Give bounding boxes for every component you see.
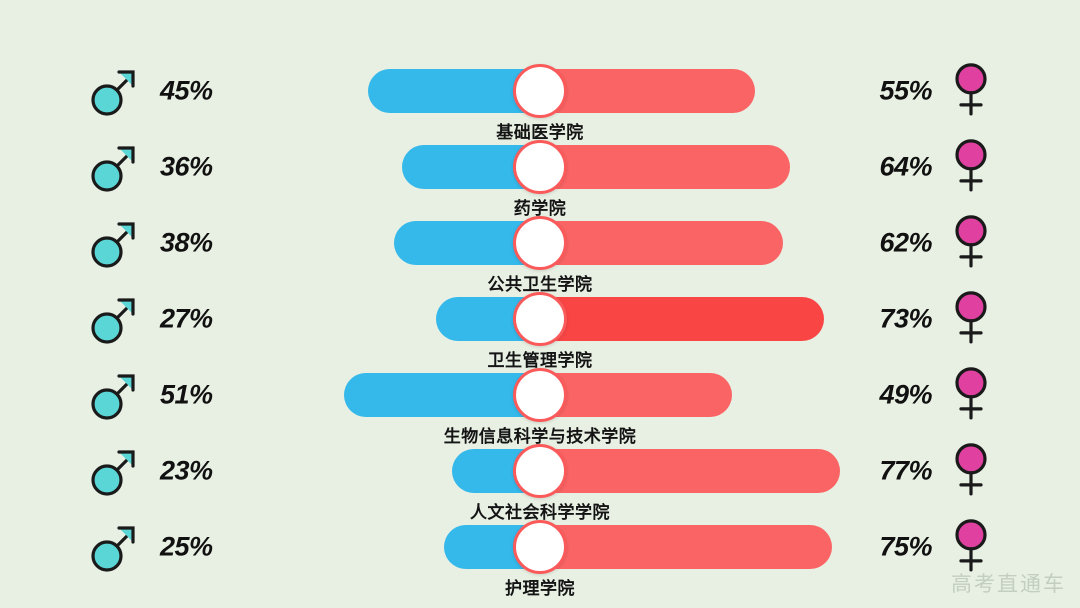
female-bar-segment <box>540 525 832 569</box>
female-gender-icon <box>944 137 998 195</box>
diverging-bar: 卫生管理学院 <box>0 292 1080 370</box>
female-bar-segment <box>540 221 783 265</box>
male-percentage: 25% <box>160 531 213 562</box>
male-bar-segment <box>368 69 540 113</box>
divider-knob <box>513 140 567 194</box>
divider-knob <box>513 520 567 574</box>
female-percentage: 62% <box>879 227 932 258</box>
chart-row-1: 45% 基础医学院 55% <box>0 53 1080 142</box>
chart-row-6: 23% 人文社会科学学院 77% <box>0 433 1080 522</box>
school-label: 护理学院 <box>505 579 575 598</box>
female-gender-icon <box>944 365 998 423</box>
divider-knob <box>513 444 567 498</box>
female-bar-segment <box>540 449 840 493</box>
male-percentage: 51% <box>160 379 213 410</box>
female-gender-icon <box>944 289 998 347</box>
chart-row-7: 25% 护理学院 75% <box>0 509 1080 598</box>
chart-row-3: 38% 公共卫生学院 62% <box>0 205 1080 294</box>
divider-knob <box>513 64 567 118</box>
male-gender-icon <box>86 139 140 195</box>
diverging-bar: 基础医学院 <box>0 64 1080 142</box>
school-label: 公共卫生学院 <box>487 275 593 294</box>
female-gender-icon <box>944 517 998 575</box>
school-label: 卫生管理学院 <box>487 351 593 370</box>
male-bar-segment <box>344 373 540 417</box>
female-percentage: 55% <box>879 75 932 106</box>
school-label: 人文社会科学学院 <box>470 503 610 522</box>
divider-knob <box>513 368 567 422</box>
chart-row-5: 51% 生物信息科学与技术学院 49% <box>0 357 1080 446</box>
divider-knob <box>513 292 567 346</box>
female-percentage: 77% <box>879 455 932 486</box>
diverging-bar: 护理学院 <box>0 520 1080 598</box>
female-gender-icon <box>944 441 998 499</box>
divider-knob <box>513 216 567 270</box>
male-gender-icon <box>86 63 140 119</box>
female-gender-icon <box>944 61 998 119</box>
female-bar-segment <box>540 373 732 417</box>
school-label: 基础医学院 <box>496 123 584 142</box>
male-gender-icon <box>86 291 140 347</box>
female-percentage: 64% <box>879 151 932 182</box>
diverging-bar: 人文社会科学学院 <box>0 444 1080 522</box>
chart-row-2: 36% 药学院 64% <box>0 129 1080 218</box>
female-percentage: 49% <box>879 379 932 410</box>
diverging-bar: 公共卫生学院 <box>0 216 1080 294</box>
male-gender-icon <box>86 519 140 575</box>
female-gender-icon <box>944 213 998 271</box>
male-percentage: 23% <box>160 455 213 486</box>
school-label: 生物信息科学与技术学院 <box>443 427 637 446</box>
male-percentage: 36% <box>160 151 213 182</box>
male-percentage: 45% <box>160 75 213 106</box>
female-percentage: 73% <box>879 303 932 334</box>
female-percentage: 75% <box>879 531 932 562</box>
school-label: 药学院 <box>513 199 567 218</box>
female-bar-segment <box>540 145 790 189</box>
chart-row-4: 27% 卫生管理学院 73% <box>0 281 1080 370</box>
male-gender-icon <box>86 443 140 499</box>
male-gender-icon <box>86 215 140 271</box>
female-bar-segment <box>540 69 755 113</box>
diverging-bar: 药学院 <box>0 140 1080 218</box>
diverging-bar: 生物信息科学与技术学院 <box>0 368 1080 446</box>
male-percentage: 38% <box>160 227 213 258</box>
male-gender-icon <box>86 367 140 423</box>
male-percentage: 27% <box>160 303 213 334</box>
female-bar-segment <box>540 297 824 341</box>
watermark-label: 高考直通车 <box>951 573 1066 596</box>
